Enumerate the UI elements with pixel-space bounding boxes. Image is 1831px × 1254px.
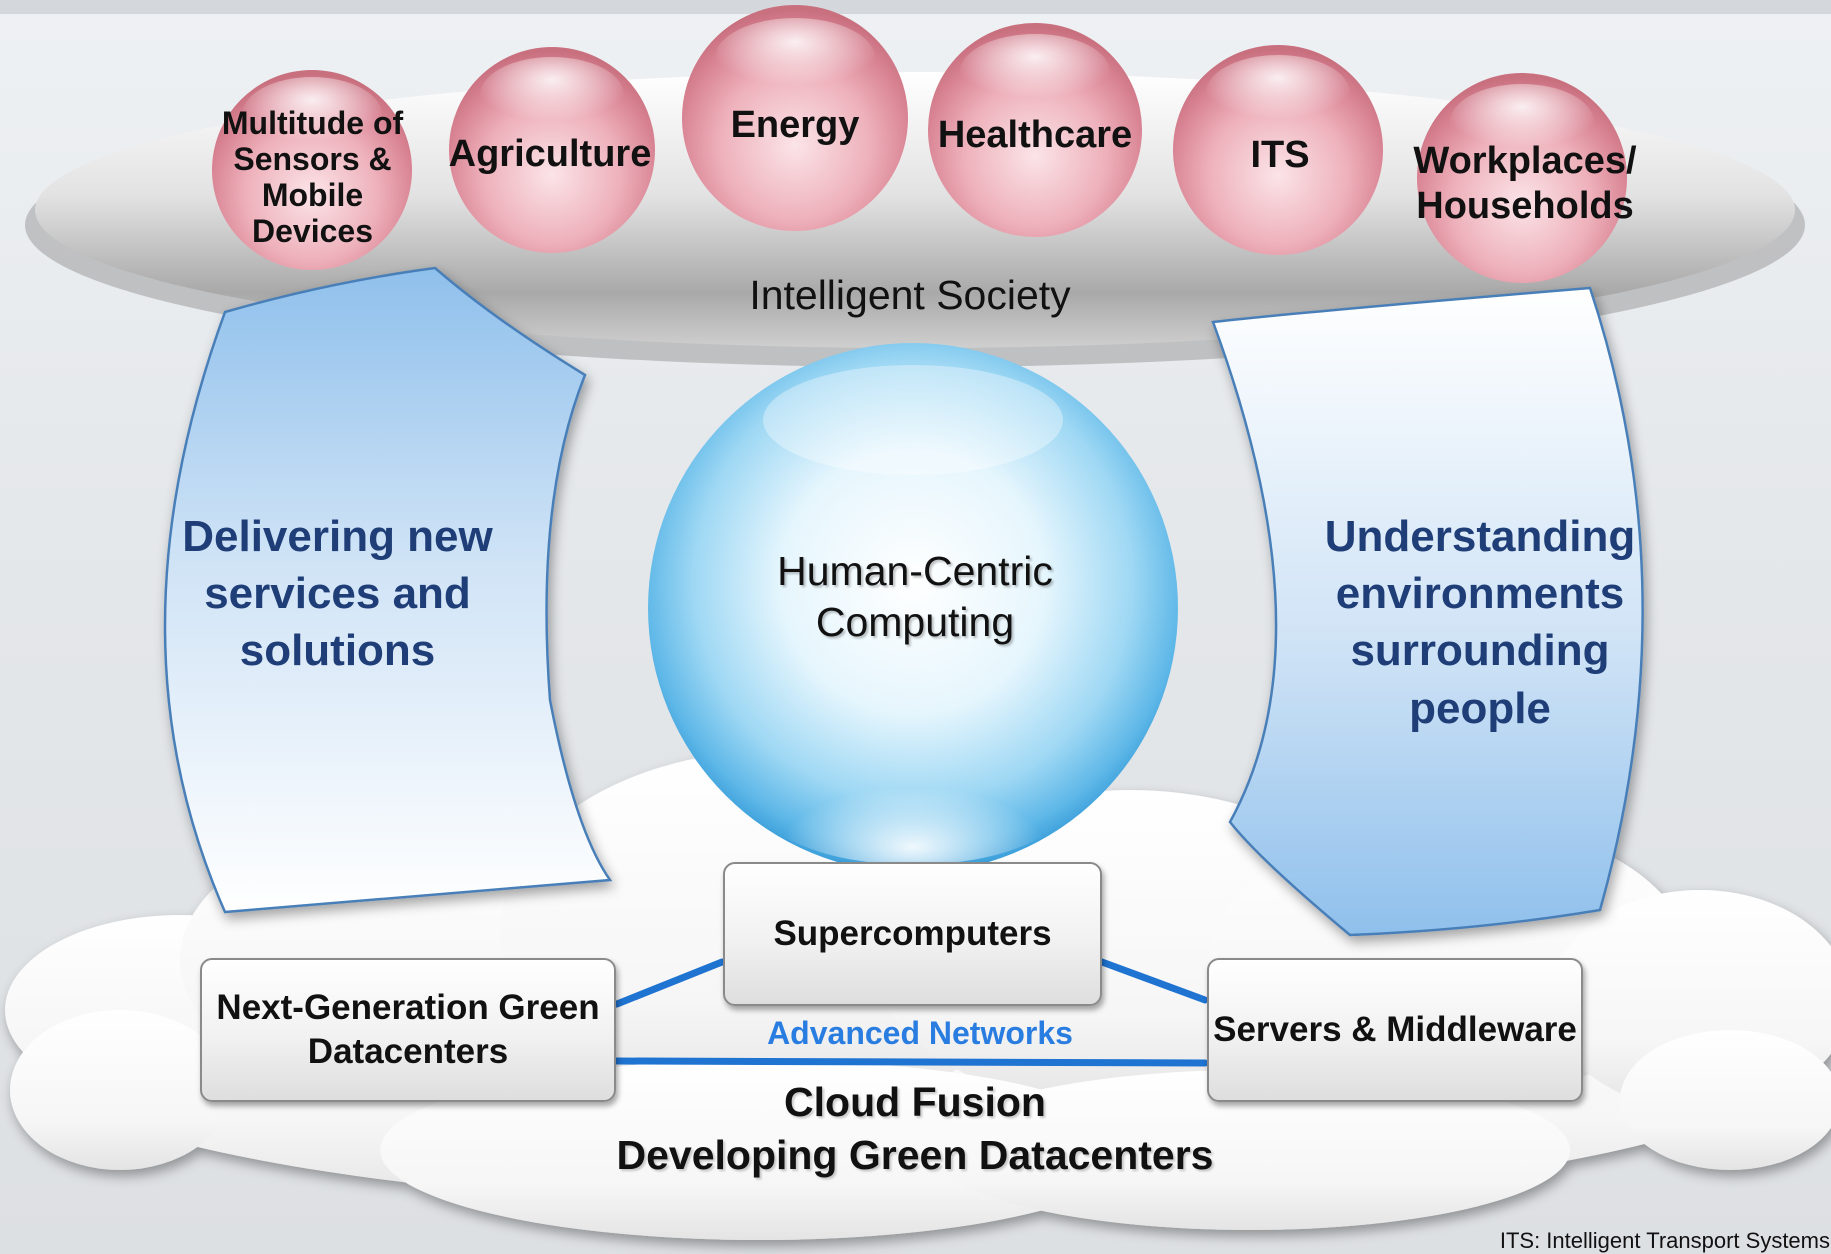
right-arrow-shape bbox=[1211, 286, 1644, 937]
cloud-title-line1: Cloud Fusion bbox=[784, 1079, 1046, 1125]
sphere-label-its: ITS bbox=[1250, 133, 1310, 176]
sphere-label-healthcare: Healthcare bbox=[937, 113, 1133, 156]
sphere-label-sensors: Multitude of Sensors & Mobile Devices bbox=[221, 105, 404, 249]
link-datacenters-supercomputers bbox=[613, 958, 726, 1008]
sphere-sensors bbox=[212, 70, 412, 270]
center-label: Human-Centric Computing bbox=[777, 548, 1053, 646]
network-label: Advanced Networks bbox=[767, 1015, 1073, 1051]
sphere-label-workplaces: Workplaces/ Households bbox=[1413, 140, 1637, 227]
node-supercomputers: Supercomputers bbox=[723, 862, 1102, 1006]
sphere-workplaces bbox=[1417, 73, 1627, 283]
link-supercomputers-servers bbox=[1098, 958, 1209, 1004]
network-links bbox=[613, 958, 1209, 1067]
sphere-its bbox=[1173, 45, 1383, 255]
node-datacenters: Next-Generation Green Datacenters bbox=[200, 958, 616, 1102]
footnote: ITS: Intelligent Transport Systems bbox=[1499, 1228, 1830, 1253]
left-arrow-shape bbox=[163, 266, 613, 914]
right-arrow-label: Understanding environments surrounding p… bbox=[1324, 512, 1636, 733]
society-title: Intelligent Society bbox=[749, 272, 1071, 318]
sphere-agriculture bbox=[449, 47, 655, 253]
sphere-label-energy: Energy bbox=[730, 103, 860, 146]
sphere-label-agriculture: Agriculture bbox=[448, 132, 652, 175]
link-datacenters-servers bbox=[613, 1057, 1209, 1067]
sphere-energy bbox=[682, 5, 908, 231]
human-centric-sphere bbox=[648, 343, 1178, 873]
left-arrow-label: Delivering new services and solutions bbox=[182, 512, 493, 676]
sphere-healthcare bbox=[928, 23, 1142, 237]
node-servers: Servers & Middleware bbox=[1207, 958, 1583, 1102]
cloud-title-line2: Developing Green Datacenters bbox=[616, 1132, 1214, 1178]
